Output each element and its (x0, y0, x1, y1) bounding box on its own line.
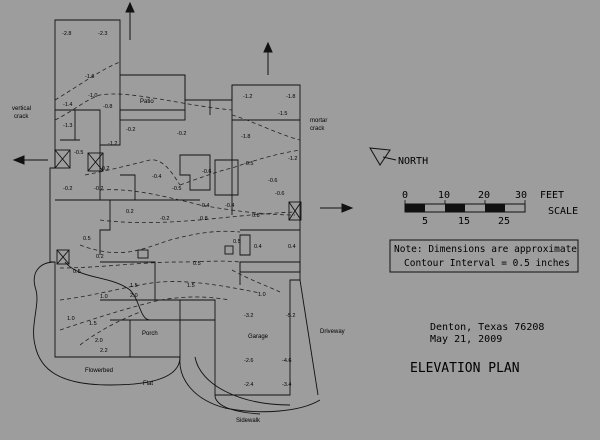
driveway-label: Driveway (320, 329, 345, 335)
elevation-value: -1.2 (243, 94, 252, 100)
elevation-value: -1.4 (63, 102, 72, 108)
elevation-value: -3.2 (244, 313, 253, 319)
elevation-value: -0.6 (275, 191, 284, 197)
garage-label: Garage (248, 334, 269, 340)
elevation-value: -5.2 (286, 313, 295, 319)
post-marker (87, 152, 104, 172)
elevation-value: -0.6 (202, 169, 211, 175)
elevation-value: 2.0 (130, 293, 138, 299)
elevation-value: -0.4 (200, 203, 209, 209)
elevation-value: 1.5 (130, 283, 138, 289)
elevation-value: -0.5 (244, 161, 253, 167)
note-line-1: Note: Dimensions are approximate (394, 244, 577, 255)
elevation-value: 1.0 (100, 294, 108, 300)
scale-tick-5: 5 (422, 216, 428, 227)
post-marker (288, 201, 302, 221)
flat-label: Flat (143, 381, 153, 387)
elevation-value: -0.6 (268, 178, 277, 184)
sidewalk-label: Sidewalk (236, 418, 261, 424)
scale-tick-25: 25 (498, 216, 510, 227)
elevation-value: 0.5 (233, 239, 241, 245)
vertical-crack-label: crack (14, 114, 29, 120)
scale-tick-0: 0 (402, 190, 408, 201)
elevation-value: -1.6 (85, 74, 94, 80)
flowerbed-label: Flowerbed (85, 368, 113, 374)
elevation-value: -0.8 (103, 104, 112, 110)
scale-unit-feet: FEET (540, 190, 564, 201)
mortar-crack-label: crack (310, 126, 325, 132)
post-marker (54, 149, 71, 169)
note-line-2: Contour Interval = 0.5 inches (404, 258, 570, 269)
porch-label: Porch (142, 331, 158, 337)
elevation-value: 2.2 (100, 348, 108, 354)
up-arrow-icon (263, 41, 273, 75)
elevation-value: 1.5 (187, 283, 195, 289)
elevation-value: 0.4 (254, 244, 262, 250)
elevation-value: -1.8 (241, 134, 250, 140)
elevation-value: 0.8 (252, 213, 260, 219)
elevation-value: -2.8 (62, 31, 71, 37)
plan-title: ELEVATION PLAN (410, 361, 520, 376)
elevation-value: -1.0 (88, 93, 97, 99)
elevation-value: -0.4 (152, 174, 161, 180)
elevation-value: -2.6 (244, 358, 253, 364)
scale-bar (404, 200, 526, 213)
scale-unit-label: SCALE (548, 206, 578, 217)
date-text: May 21, 2009 (430, 334, 502, 345)
up-arrow-icon (125, 1, 135, 40)
elevation-value: 0.5 (83, 236, 91, 242)
elevation-value: -2.4 (244, 382, 253, 388)
elevation-value: -0.4 (225, 203, 234, 209)
elevation-readings: -2.8 -2.3 -1.6 -1.4 -1.0 -0.8 -1.3 -0.2 … (62, 31, 297, 388)
elevation-value: 0.8 (200, 216, 208, 222)
north-arrow-icon (369, 147, 397, 166)
patio-area (119, 74, 186, 121)
yard-boundary (33, 261, 181, 386)
elevation-value: -1.8 (286, 94, 295, 100)
patio-label: Patio (140, 99, 154, 105)
elevation-value: -2.3 (98, 31, 107, 37)
elevation-value: 2.0 (95, 338, 103, 344)
elevation-value: -0.5 (74, 150, 83, 156)
elevation-value: -1.2 (288, 156, 297, 162)
contour-lines (54, 61, 301, 346)
elevation-value: -1.2 (108, 141, 117, 147)
elevation-value: 0.5 (193, 261, 201, 267)
elevation-value: -1.3 (63, 123, 72, 129)
elevation-value: -0.2 (126, 127, 135, 133)
scale-tick-10: 10 (438, 190, 450, 201)
elevation-value: -1.5 (278, 111, 287, 117)
location-text: Denton, Texas 76208 (430, 322, 544, 333)
mortar-crack-label: mortar (310, 118, 327, 124)
elevation-value: -0.2 (100, 166, 109, 172)
elevation-value: 1.0 (258, 292, 266, 298)
elevation-value: 0.2 (126, 209, 134, 215)
note-box (389, 239, 579, 273)
north-label: NORTH (398, 156, 428, 167)
scale-tick-20: 20 (478, 190, 490, 201)
scale-tick-15: 15 (458, 216, 470, 227)
elevation-value: -0.2 (160, 216, 169, 222)
scale-tick-30: 30 (515, 190, 527, 201)
vertical-crack-label: vertical (12, 106, 31, 112)
elevation-value: 0.2 (96, 254, 104, 260)
right-arrow-icon (320, 203, 354, 213)
elevation-value: 1.5 (89, 321, 97, 327)
elevation-value: -0.2 (94, 186, 103, 192)
elevation-value: -0.2 (177, 131, 186, 137)
elevation-value: 0.5 (73, 269, 81, 275)
elevation-value: 0.4 (288, 244, 296, 250)
elevation-value: -0.5 (172, 186, 181, 192)
elevation-value: -3.4 (282, 382, 291, 388)
elevation-value: -4.6 (282, 358, 291, 364)
post-marker (56, 249, 70, 265)
left-arrow-icon (12, 155, 48, 165)
elevation-value: -0.2 (63, 186, 72, 192)
elevation-value: 1.0 (67, 316, 75, 322)
